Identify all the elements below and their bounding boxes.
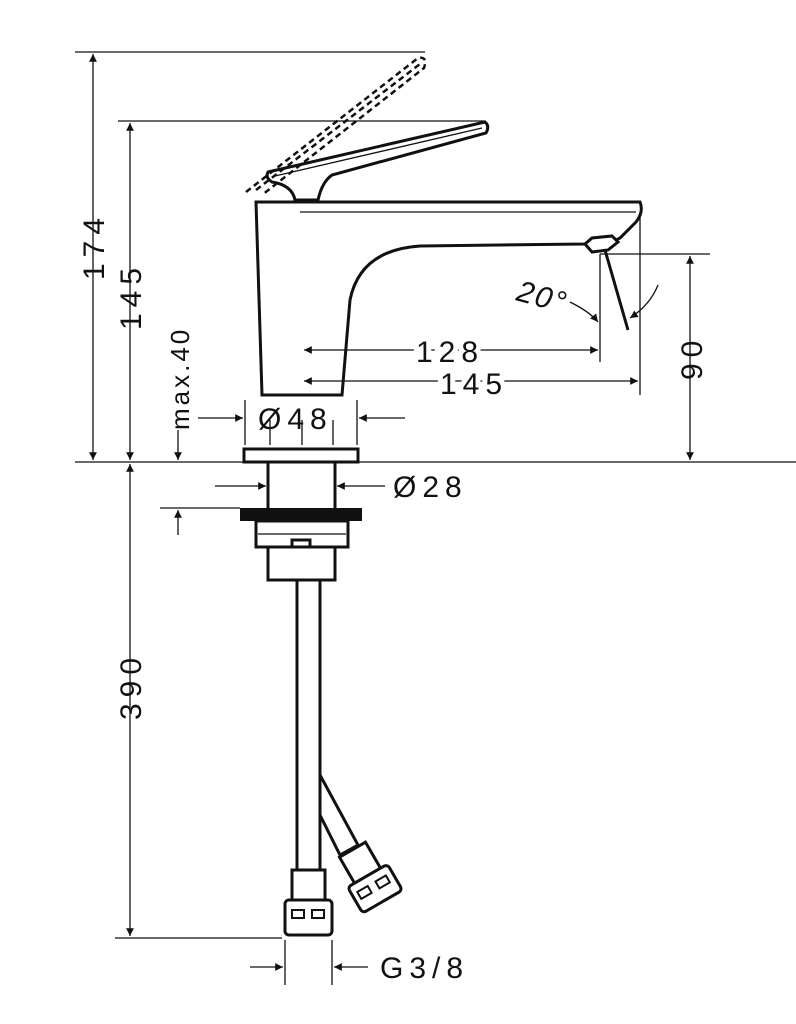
label-max-thickness: max.40 bbox=[165, 327, 195, 430]
label-connection-thread: G3/8 bbox=[380, 952, 469, 985]
label-hose-length: 390 bbox=[115, 652, 148, 720]
hoses bbox=[283, 578, 403, 937]
waste-assembly bbox=[240, 447, 362, 582]
label-outlet-height: 90 bbox=[676, 335, 709, 380]
label-spout-height: 145 bbox=[115, 262, 148, 330]
label-reach-145: 145 bbox=[440, 368, 508, 401]
faucet-body bbox=[254, 200, 643, 445]
reference-lines bbox=[75, 51, 796, 985]
label-reach-128: 128 bbox=[416, 336, 484, 369]
label-total-height: 174 bbox=[78, 212, 111, 280]
dimension-lines bbox=[89, 54, 694, 971]
lever-raised-position bbox=[245, 56, 427, 196]
lever bbox=[265, 120, 490, 202]
label-waste-diameter: Ø28 bbox=[393, 471, 468, 504]
label-angle: 20° bbox=[512, 275, 571, 320]
label-base-diameter: Ø48 bbox=[258, 403, 333, 436]
